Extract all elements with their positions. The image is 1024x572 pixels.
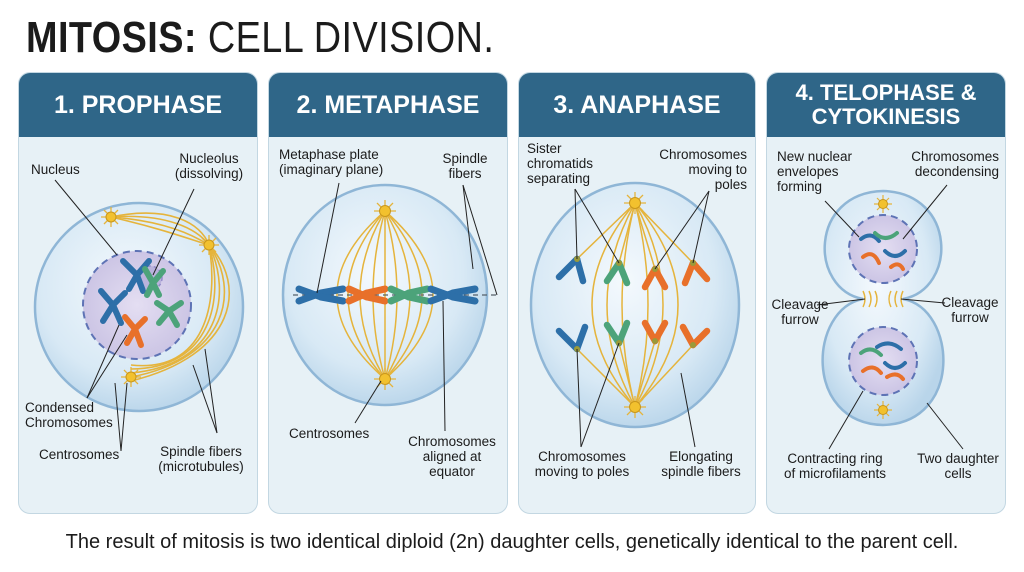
label-condensed-chromosomes: Condensed Chromosomes — [25, 400, 113, 430]
prophase-illustration — [33, 179, 245, 452]
panel-metaphase: 2. METAPHASE — [268, 72, 508, 514]
label-chromosomes-moving-bottom: Chromosomes moving to poles — [534, 449, 630, 479]
centrosome-bottom — [374, 368, 396, 390]
chromosome-orange — [641, 265, 669, 291]
chromosome-blue — [555, 255, 587, 285]
telophase-illustration — [816, 184, 964, 450]
chromosome-green — [603, 259, 631, 287]
label-two-daughter-cells: Two daughter cells — [917, 451, 999, 481]
panel-prophase: 1. PROPHASE — [18, 72, 258, 514]
centromeres — [574, 256, 696, 352]
label-spindle-fibers: Spindle fibers — [442, 151, 488, 181]
centrosome-top — [874, 195, 892, 213]
chromosome-blue — [295, 285, 347, 305]
centrosome-bottom — [121, 367, 141, 387]
label-nucleus: Nucleus — [31, 162, 80, 177]
chromosome-orange — [641, 319, 669, 345]
label-cleavage-furrow-right: Cleavage furrow — [941, 295, 999, 325]
leader-lines — [316, 182, 498, 432]
chromosome-green — [142, 266, 166, 298]
header-prophase: 1. PROPHASE — [53, 90, 223, 119]
label-elongating-spindle: Elongating spindle fibers — [661, 449, 741, 479]
label-chromosomes-aligned: Chromosomes aligned at equator — [408, 434, 496, 479]
chromosome-orange — [681, 259, 711, 287]
label-sister-chromatids: Sister chromatids separating — [527, 141, 594, 186]
panel-header: 2. METAPHASE — [269, 73, 507, 137]
panel-header: 4. TELOPHASE & CYTOKINESIS — [767, 73, 1005, 137]
metaphase-illustration — [281, 182, 499, 432]
centrosome-right — [199, 235, 219, 255]
chromosome-green — [154, 300, 184, 328]
chromosomes — [98, 258, 184, 348]
nucleus-top — [848, 214, 918, 284]
leader-lines — [54, 179, 218, 452]
leader-lines — [574, 188, 710, 448]
chromosome-green — [387, 285, 431, 305]
anaphase-illustration — [529, 181, 741, 448]
label-centrosomes: Centrosomes — [39, 447, 120, 462]
panel-header: 3. ANAPHASE — [519, 73, 755, 137]
label-cleavage-furrow-left: Cleavage furrow — [771, 297, 829, 327]
centrosome-top — [101, 207, 121, 227]
centrosome-bottom — [874, 401, 892, 419]
label-chromosomes-decondensing: Chromosomes decondensing — [911, 149, 999, 179]
chromosome-orange — [122, 314, 148, 348]
title-light: CELL DIVISION. — [196, 13, 495, 62]
chromosome-blue — [555, 323, 589, 353]
chromosomes — [295, 285, 479, 305]
chromosome-blue — [98, 288, 128, 326]
chromosome-blue — [427, 285, 479, 305]
header-telophase: 4. TELOPHASE & CYTOKINESIS — [795, 80, 977, 129]
centrosome-bottom — [624, 396, 646, 418]
chromosomes — [859, 231, 907, 381]
header-anaphase: 3. ANAPHASE — [553, 90, 721, 119]
panel-anaphase: 3. ANAPHASE — [518, 72, 756, 514]
label-metaphase-plate: Metaphase plate (imaginary plane) — [279, 147, 384, 177]
panel-header: 1. PROPHASE — [19, 73, 257, 137]
chromosomes — [555, 255, 711, 353]
label-centrosomes: Centrosomes — [289, 426, 370, 441]
nucleus-bottom — [848, 326, 918, 396]
label-spindle-fibers: Spindle fibers (microtubules) — [158, 444, 244, 474]
nucleus — [82, 250, 192, 360]
spindle-fibers — [576, 202, 694, 408]
page-title: MITOSIS: CELL DIVISION. — [26, 10, 494, 66]
header-metaphase: 2. METAPHASE — [296, 90, 480, 119]
panel-telophase: 4. TELOPHASE & CYTOKINESIS — [766, 72, 1006, 514]
label-nucleolus: Nucleolus (dissolving) — [174, 151, 244, 181]
label-contracting-ring: Contracting ring of microfilaments — [783, 451, 887, 481]
label-chromosomes-moving-top: Chromosomes moving to poles — [659, 147, 747, 192]
cell-membrane — [529, 181, 741, 429]
chromosome-green — [603, 319, 631, 347]
centrosome-top — [374, 200, 396, 222]
chromosome-orange — [345, 285, 389, 305]
chromosome-orange — [679, 323, 711, 349]
title-bold: MITOSIS: — [26, 13, 197, 62]
label-new-nuclear-envelopes: New nuclear envelopes forming — [777, 149, 853, 194]
leader-lines — [816, 184, 964, 450]
centrosome-top — [624, 192, 646, 214]
footer-summary: The result of mitosis is two identical d… — [65, 531, 959, 553]
